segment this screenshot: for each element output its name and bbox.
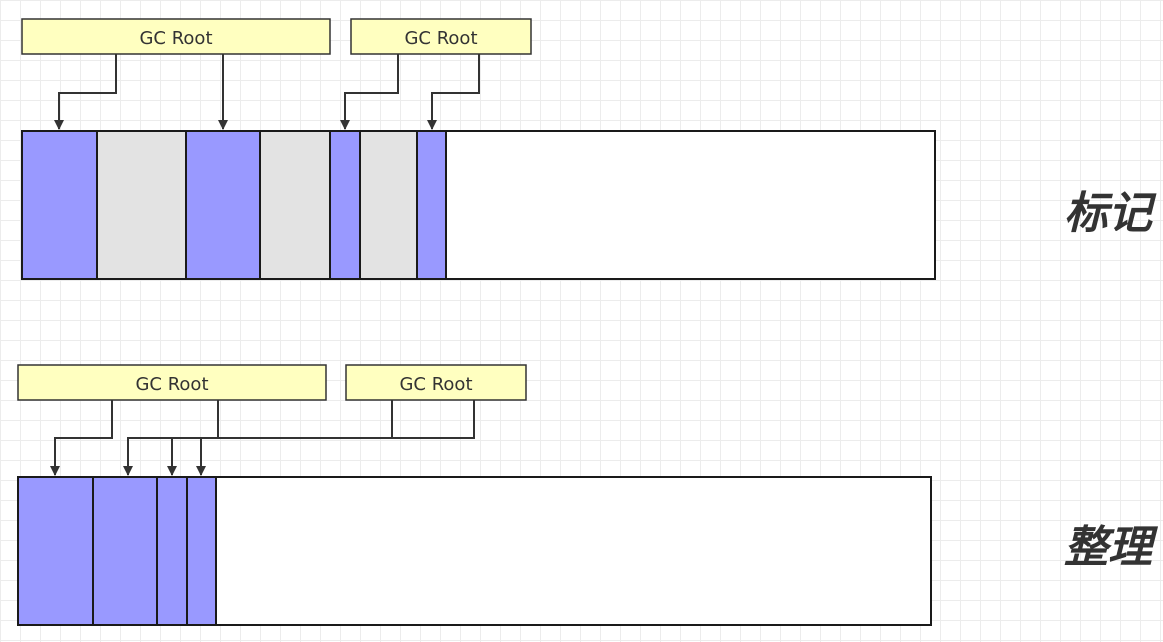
mark-block-6 xyxy=(416,130,447,280)
mark-root-1-label: GC Root xyxy=(139,28,212,49)
compact-root-2-box xyxy=(345,364,527,401)
compact-heap xyxy=(17,476,932,626)
compact-block-0 xyxy=(17,476,94,626)
mark-ref-arrow-4 xyxy=(427,54,480,130)
compact-root-2-label: GC Root xyxy=(399,374,472,395)
mark-ref-arrow-1 xyxy=(54,54,117,130)
compact-block-3 xyxy=(186,476,217,626)
mark-heap xyxy=(21,130,936,280)
mark-ref-arrow-3 xyxy=(340,54,399,130)
compact-ref-arrow-4 xyxy=(196,400,475,476)
mark-root-1-box xyxy=(21,18,331,55)
compact-root-1-label: GC Root xyxy=(135,374,208,395)
mark-phase: GC Root GC Root 标记 xyxy=(21,18,1157,280)
mark-block-7 xyxy=(445,130,936,280)
mark-root-2: GC Root xyxy=(350,18,532,55)
compact-references xyxy=(50,400,475,476)
mark-block-5 xyxy=(359,130,418,280)
compact-ref-arrow-1 xyxy=(50,400,113,476)
mark-root-2-label: GC Root xyxy=(404,28,477,49)
compact-block-2 xyxy=(156,476,188,626)
mark-block-3 xyxy=(259,130,331,280)
compact-block-1 xyxy=(92,476,158,626)
compact-root-1: GC Root xyxy=(17,364,327,401)
compact-phase: GC Root GC Root 整理 xyxy=(17,364,1159,626)
mark-root-1: GC Root xyxy=(21,18,331,55)
mark-references xyxy=(54,54,480,130)
compact-root-2: GC Root xyxy=(345,364,527,401)
mark-block-0 xyxy=(21,130,98,280)
mark-block-4 xyxy=(329,130,361,280)
mark-block-2 xyxy=(185,130,261,280)
mark-phase-label: 标记 xyxy=(1064,188,1157,239)
mark-root-2-box xyxy=(350,18,532,55)
compact-block-4 xyxy=(215,476,932,626)
compact-phase-label: 整理 xyxy=(1064,522,1159,573)
compact-root-1-box xyxy=(17,364,327,401)
mark-block-1 xyxy=(96,130,187,280)
